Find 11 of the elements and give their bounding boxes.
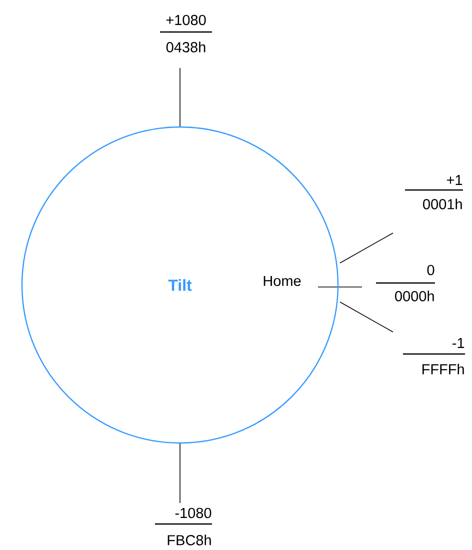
value-label: -1080 [175, 508, 212, 518]
value-label: 0 [427, 264, 434, 276]
value-label: +1 [446, 175, 462, 185]
value-label: 0000h [395, 290, 434, 302]
value-label: 0438h [166, 42, 206, 52]
value-label: FFFFh [422, 364, 464, 374]
value-label: -1 [452, 338, 464, 348]
value-label: +1080 [166, 14, 206, 26]
value-label: FBC8h [168, 534, 211, 546]
value-label: 0001h [423, 198, 462, 210]
home-label: Home [264, 276, 301, 286]
